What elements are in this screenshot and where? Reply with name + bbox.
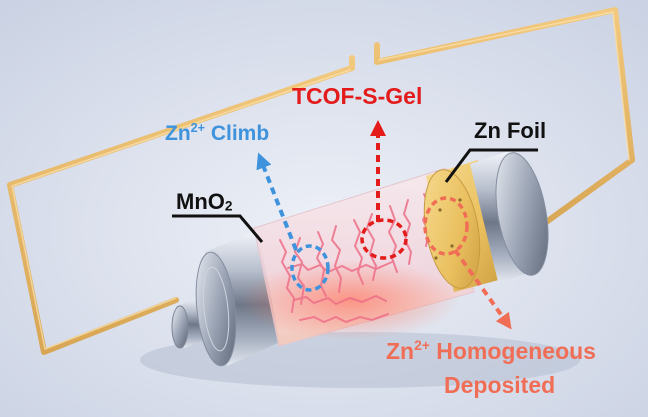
- wire-highlight: [11, 11, 630, 350]
- zn-foil-label: Zn Foil: [474, 118, 547, 143]
- anode-cap: [470, 150, 549, 282]
- homogeneous-label-line1: Zn2+ Homogeneous: [386, 338, 596, 364]
- tcof-label: TCOF-S-Gel: [292, 83, 423, 109]
- tcof-s-gel-body: [240, 167, 475, 347]
- zn-climb-label: Zn2+ Climb: [165, 120, 270, 145]
- tcof-circle: [360, 218, 408, 260]
- zn-climb-circle: [290, 244, 330, 292]
- homogeneous-circle: [423, 196, 469, 256]
- external-circuit-wire: [7, 7, 635, 355]
- homogeneous-label-line2: Deposited: [444, 372, 556, 398]
- zn-climb-arrow: [256, 152, 298, 251]
- zn-foil-leader-line: [444, 148, 538, 183]
- mno2-label: MnO2: [176, 189, 233, 214]
- mno2-leader-line: [172, 214, 264, 243]
- homogeneous-arrow: [453, 248, 512, 330]
